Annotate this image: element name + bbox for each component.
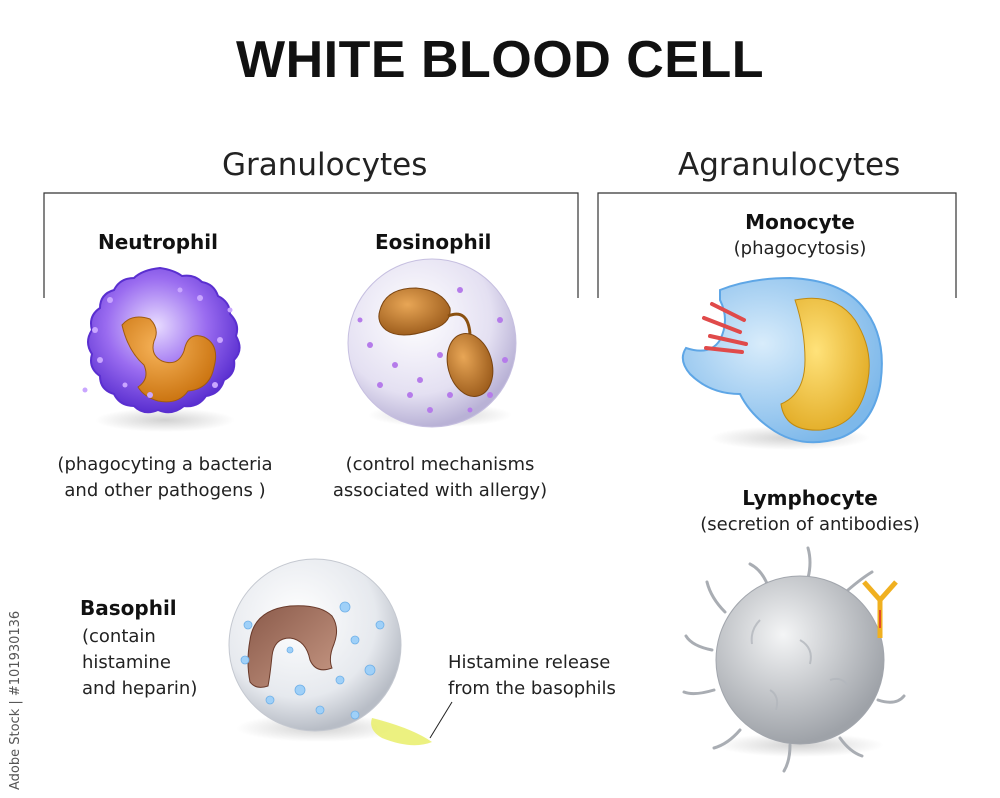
eosinophil-cell xyxy=(347,258,517,428)
granulocytes-heading: Granulocytes xyxy=(222,147,428,183)
stock-watermark: Adobe Stock | #101930136 xyxy=(8,610,23,790)
agranulocytes-heading: Agranulocytes xyxy=(678,147,901,183)
neutrophil-cell xyxy=(82,266,241,432)
lymphocyte-cell xyxy=(682,546,906,773)
neutrophil-name: Neutrophil xyxy=(98,230,218,254)
agranulocytes-bracket xyxy=(597,192,957,298)
neutrophil-desc-line-1: (phagocyting a bacteria xyxy=(57,454,273,475)
monocyte-cell xyxy=(681,276,883,450)
annotation-line-2: from the basophils xyxy=(448,678,616,699)
eosinophil-name: Eosinophil xyxy=(375,230,492,254)
histamine-annotation: Histamine release from the basophils xyxy=(448,650,616,702)
monocyte-name: Monocyte xyxy=(745,210,855,234)
eosinophil-desc-line-2: associated with allergy) xyxy=(332,480,548,501)
granulocytes-bracket xyxy=(43,192,579,298)
annotation-line-1: Histamine release xyxy=(448,652,611,673)
antibody-icon xyxy=(862,580,898,638)
neutrophil-description: (phagocyting a bacteria and other pathog… xyxy=(30,452,300,504)
eosinophil-desc-line-1: (control mechanisms xyxy=(345,454,535,475)
monocyte-description: (phagocytosis) xyxy=(733,238,867,259)
basophil-desc-line-1: (contain xyxy=(82,626,156,647)
basophil-cell xyxy=(228,558,453,746)
basophil-desc-line-3: and heparin) xyxy=(82,678,198,699)
neutrophil-desc-line-2: and other pathogens ) xyxy=(64,480,266,501)
lymphocyte-description: (secretion of antibodies) xyxy=(700,514,920,535)
page-title: WHITE BLOOD CELL xyxy=(236,31,764,89)
basophil-description: (contain histamine and heparin) xyxy=(82,624,197,702)
basophil-desc-line-2: histamine xyxy=(82,652,171,673)
lymphocyte-name: Lymphocyte xyxy=(742,486,878,510)
basophil-name: Basophil xyxy=(80,596,177,620)
eosinophil-description: (control mechanisms associated with alle… xyxy=(315,452,565,504)
